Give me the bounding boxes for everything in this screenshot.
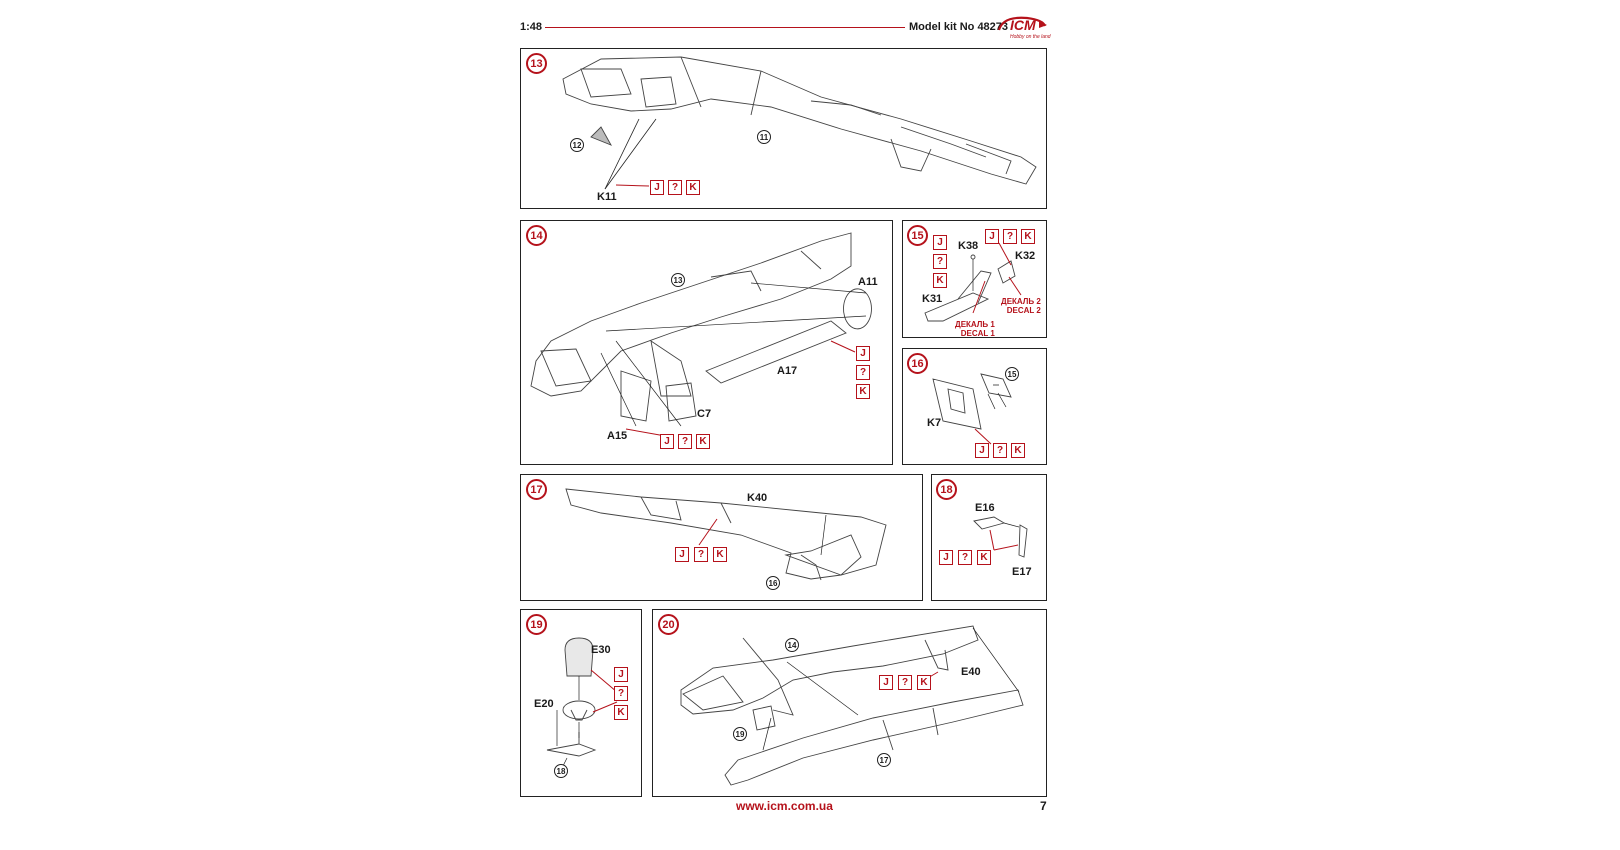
website-link[interactable]: www.icm.com.ua (736, 799, 833, 813)
fuselage-drawing-17 (565, 488, 887, 581)
decal-J: J (933, 235, 947, 250)
decal-J: J (614, 667, 628, 682)
decal-J: J (975, 443, 989, 458)
step-15-panel: 15 J ? K K38 J ? K K32 K31 ДЕКАЛЬ 2 DECA… (902, 220, 1047, 338)
decal-unknown: ? (993, 443, 1007, 458)
ref-15: 15 (1005, 367, 1019, 381)
ref-11: 11 (757, 130, 771, 144)
page-number: 7 (1040, 799, 1047, 813)
step-17-badge: 17 (526, 479, 547, 500)
ref-12: 12 (570, 138, 584, 152)
ref-17: 17 (877, 753, 891, 767)
decal-unknown: ? (694, 547, 708, 562)
decal-2-label: ДЕКАЛЬ 2 DECAL 2 (1001, 297, 1041, 315)
part-E16: E16 (975, 502, 995, 514)
part-K7: K7 (927, 417, 942, 429)
step-18-badge: 18 (936, 479, 957, 500)
step-20-badge: 20 (658, 614, 679, 635)
part-E30: E30 (591, 644, 611, 656)
ref-13: 13 (671, 273, 685, 287)
step-17-panel: 17 K40 J ? K 16 (520, 474, 923, 601)
part-K31: K31 (922, 293, 943, 305)
decal-unknown: ? (614, 686, 628, 701)
decal-K: K (856, 384, 870, 399)
decal-K: K (686, 180, 700, 195)
decal-1-label: ДЕКАЛЬ 1 DECAL 1 (955, 320, 995, 338)
step-18-panel: 18 E16 J ? K E17 (931, 474, 1047, 601)
step-13-badge: 13 (526, 53, 547, 74)
decal-unknown: ? (933, 254, 947, 269)
step-15-badge: 15 (907, 225, 928, 246)
decal-K: K (614, 705, 628, 720)
step-14-panel: 14 13 A11 A17 C7 A15 J ? K J ? K (520, 220, 893, 465)
ref-16: 16 (766, 576, 780, 590)
step-19-panel: 19 E30 J ? K E20 18 (520, 609, 642, 797)
decal-K: K (1021, 229, 1035, 244)
part-C7: C7 (697, 408, 712, 420)
part-E20: E20 (534, 698, 554, 710)
part-K32: K32 (1015, 250, 1036, 262)
decal-K: K (713, 547, 727, 562)
step-19-badge: 19 (526, 614, 547, 635)
decal-J: J (675, 547, 689, 562)
decal-unknown: ? (898, 675, 912, 690)
decal-J: J (660, 434, 674, 449)
decal-K: K (1011, 443, 1025, 458)
fuselage-drawing-14 (530, 232, 872, 438)
decal-K: K (696, 434, 710, 449)
part-E40: E40 (961, 666, 981, 678)
fuselage-drawing-20 (680, 625, 1024, 786)
ref-19: 19 (733, 727, 747, 741)
part-A11: A11 (858, 276, 878, 288)
decal-J: J (650, 180, 664, 195)
decal-K: K (977, 550, 991, 565)
decal-K: K (933, 273, 947, 288)
part-K38: K38 (958, 240, 979, 252)
step-16-panel: 16 15 K7 J ? K (902, 348, 1047, 465)
decal-unknown: ? (668, 180, 682, 195)
part-E17: E17 (1012, 566, 1032, 578)
decal-J: J (985, 229, 999, 244)
decal-unknown: ? (678, 434, 692, 449)
icm-logo: ICM Hobby on the land (993, 12, 1051, 42)
step-20-panel: 20 14 J ? K E40 19 17 (652, 609, 1047, 797)
kit-number: Model kit No 48273 (909, 21, 1009, 33)
part-A15: A15 (607, 430, 628, 442)
decal-J: J (856, 346, 870, 361)
part-A17: A17 (777, 365, 798, 377)
step-14-badge: 14 (526, 225, 547, 246)
part-K11: K11 (597, 191, 617, 203)
ref-18: 18 (554, 764, 568, 778)
step-16-badge: 16 (907, 353, 928, 374)
decal-J: J (879, 675, 893, 690)
scale-label: 1:48 (520, 21, 543, 33)
decal-J: J (939, 550, 953, 565)
part-K40: K40 (747, 492, 768, 504)
decal-unknown: ? (1003, 229, 1017, 244)
decal-unknown: ? (958, 550, 972, 565)
ref-14: 14 (785, 638, 799, 652)
header-rule (545, 27, 905, 28)
decal-K: K (917, 675, 931, 690)
step-13-panel: 13 12 11 K11 J ? K (520, 48, 1047, 209)
decal-unknown: ? (856, 365, 870, 380)
fuselage-drawing-13 (562, 56, 1037, 190)
